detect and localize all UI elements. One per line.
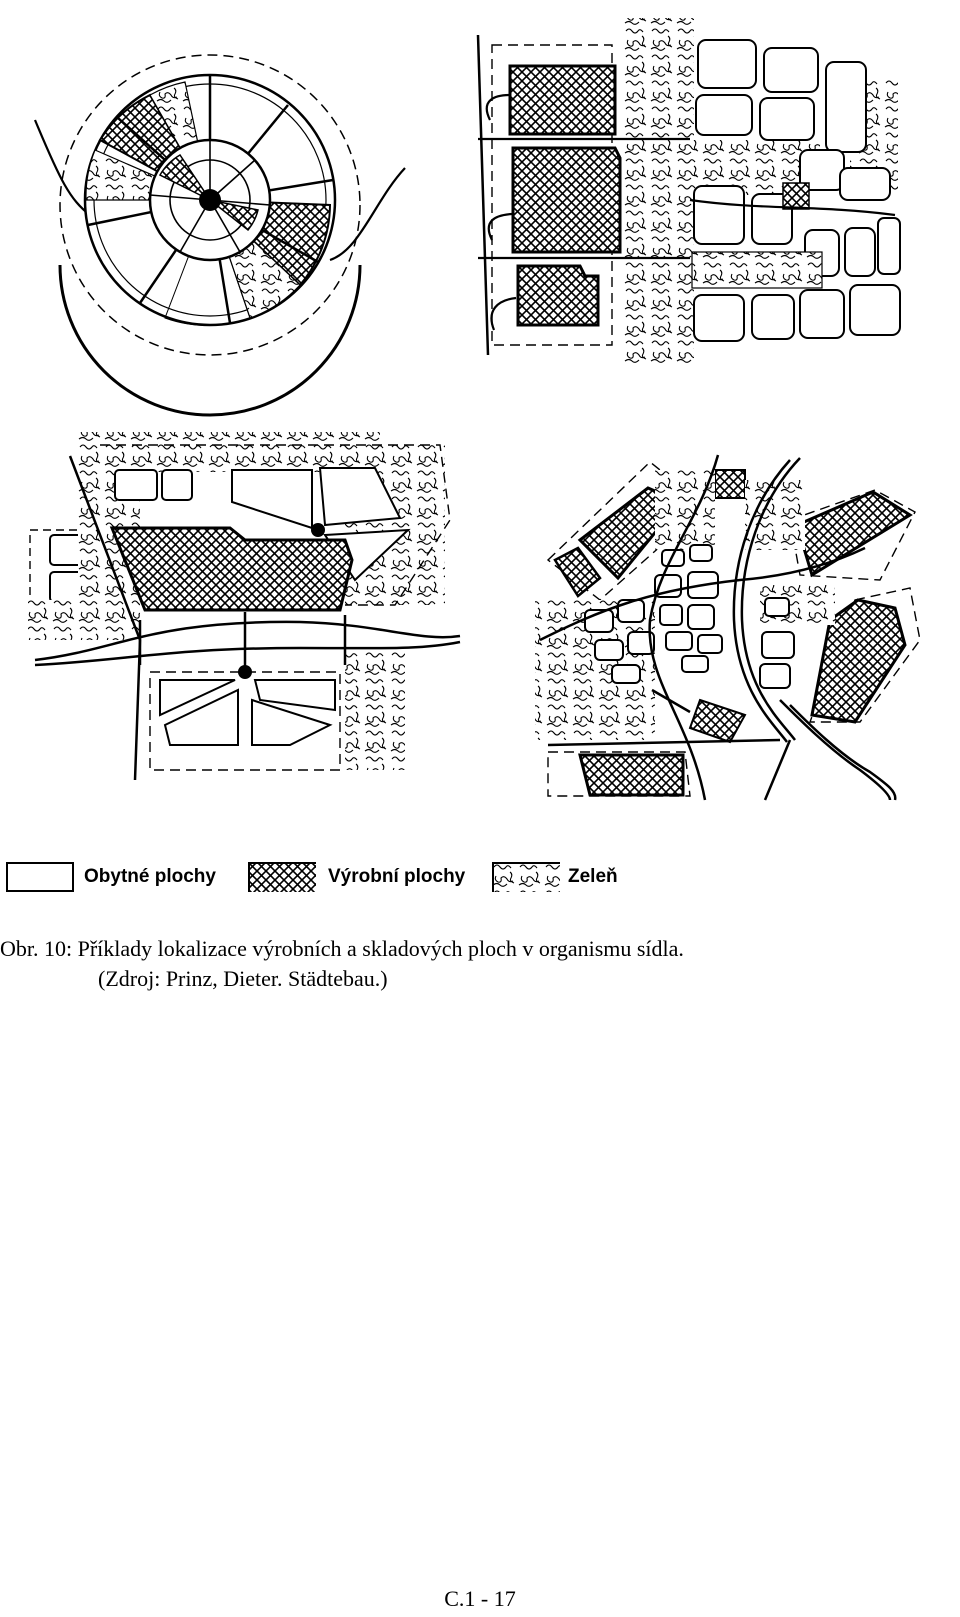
green-swatch — [492, 862, 560, 892]
caption-text: Příklady lokalizace výrobních a skladový… — [77, 936, 684, 961]
diagram-irregular-town — [535, 454, 921, 801]
settlement-diagrams — [28, 18, 921, 801]
industrial-swatch — [248, 862, 316, 892]
caption-source: (Zdroj: Prinz, Dieter. Städtebau.) — [98, 966, 388, 991]
diagram-grid-town — [476, 18, 901, 363]
figure-caption: Obr. 10: Příklady lokalizace výrobních a… — [0, 934, 684, 994]
legend-label-green: Zeleň — [568, 866, 618, 887]
diagram-radial-city — [33, 54, 406, 417]
legend: Obytné plochy Výrobní plochy Zeleň — [0, 862, 960, 902]
page-number: C.1 - 17 — [444, 1586, 516, 1611]
legend-label-industrial: Výrobní plochy — [328, 866, 466, 887]
caption-label: Obr. 10: — [0, 936, 73, 961]
legend-label-residential: Obytné plochy — [84, 866, 216, 887]
diagram-river-town — [28, 432, 461, 781]
residential-swatch — [6, 862, 74, 892]
